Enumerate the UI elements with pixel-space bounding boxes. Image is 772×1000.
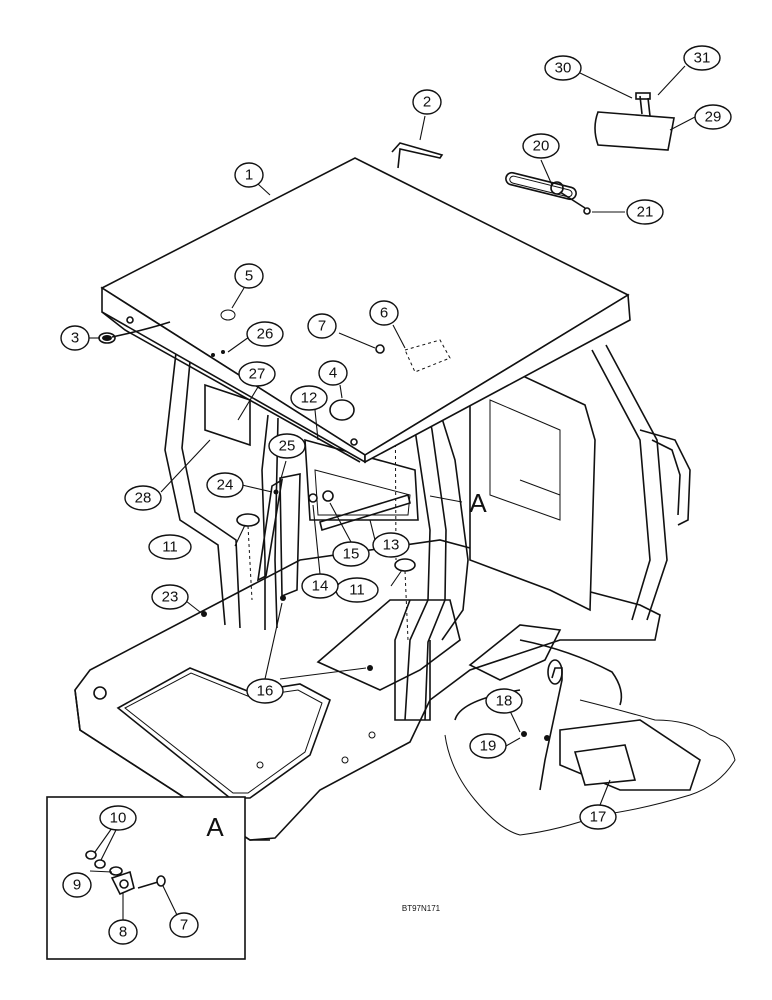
svg-text:21: 21 [637, 204, 654, 221]
callout-23: 23 [151, 584, 189, 610]
part-13-strip [319, 493, 411, 532]
callout-28: 28 [124, 485, 162, 511]
svg-text:18: 18 [496, 693, 513, 710]
floor-plate [74, 539, 661, 841]
svg-text:3: 3 [71, 330, 79, 347]
detail-pedal-plate [444, 639, 736, 836]
svg-text:7: 7 [318, 318, 326, 335]
callout-3: 3 [60, 325, 90, 351]
leader-lines [89, 65, 696, 806]
inset-callout-10: 10 [99, 805, 137, 831]
callout-12: 12 [290, 385, 328, 411]
callout-15: 15 [332, 541, 370, 567]
callout-5: 5 [234, 263, 264, 289]
callout-30: 30 [544, 55, 582, 81]
svg-text:23: 23 [162, 589, 179, 606]
cab-roof [100, 157, 631, 464]
svg-text:6: 6 [380, 305, 388, 322]
svg-text:11: 11 [162, 539, 178, 556]
inset-detail-a: A 10 9 8 7 [46, 796, 246, 960]
svg-text:15: 15 [343, 546, 360, 563]
part-29-rearview-mirror [594, 92, 675, 151]
callout-24: 24 [206, 472, 244, 498]
part-11-plug-2 [394, 558, 416, 572]
callout-2: 2 [412, 89, 442, 115]
svg-text:13: 13 [383, 537, 400, 554]
inset-callout-8: 8 [108, 919, 138, 945]
svg-text:30: 30 [555, 60, 572, 77]
callout-31: 31 [683, 45, 721, 71]
callout-18: 18 [485, 688, 523, 714]
callout-1: 1 [234, 162, 264, 188]
svg-text:11: 11 [349, 582, 365, 599]
callout-21: 21 [626, 199, 664, 225]
callout-11a: 11 [148, 534, 192, 560]
callout-26: 26 [246, 321, 284, 347]
svg-text:12: 12 [301, 390, 318, 407]
callout-27: 27 [238, 361, 276, 387]
svg-text:16: 16 [257, 683, 274, 700]
section-marker-a: A [469, 488, 487, 518]
part-3-grommet [98, 321, 171, 344]
callout-19: 19 [469, 733, 507, 759]
svg-text:20: 20 [533, 138, 550, 155]
callout-20: 20 [522, 133, 560, 159]
part-20-mirror [505, 171, 591, 215]
callout-25: 25 [268, 433, 306, 459]
svg-text:14: 14 [312, 578, 329, 595]
svg-text:28: 28 [135, 490, 152, 507]
svg-text:17: 17 [590, 809, 607, 826]
callout-4: 4 [318, 360, 348, 386]
callout-29: 29 [694, 104, 732, 130]
svg-text:24: 24 [217, 477, 234, 494]
svg-text:26: 26 [257, 326, 274, 343]
inset-callout-7: 7 [169, 912, 199, 938]
part-25-strip [256, 478, 284, 582]
svg-text:29: 29 [705, 109, 722, 126]
part-11-plug [236, 513, 260, 527]
svg-text:27: 27 [249, 366, 266, 383]
svg-text:19: 19 [480, 738, 497, 755]
callout-14: 14 [301, 573, 339, 599]
callout-7: 7 [307, 313, 337, 339]
svg-text:5: 5 [245, 268, 253, 285]
svg-text:4: 4 [329, 365, 337, 382]
svg-text:7: 7 [180, 917, 188, 934]
drawing-code: BT97N171 [402, 904, 441, 913]
inset-callout-9: 9 [62, 872, 92, 898]
svg-text:2: 2 [423, 94, 431, 111]
callout-13: 13 [372, 532, 410, 558]
svg-text:8: 8 [119, 924, 127, 941]
callout-17: 17 [579, 804, 617, 830]
svg-text:25: 25 [279, 438, 296, 455]
inset-label: A [206, 812, 224, 842]
callout-16: 16 [246, 678, 284, 704]
part-2-rod [391, 142, 444, 169]
svg-text:31: 31 [694, 50, 711, 67]
callout-6: 6 [369, 300, 399, 326]
cab-frame [164, 334, 691, 721]
svg-text:9: 9 [73, 877, 81, 894]
callout-11b: 11 [335, 577, 379, 603]
svg-text:10: 10 [110, 810, 127, 827]
svg-text:1: 1 [245, 167, 253, 184]
